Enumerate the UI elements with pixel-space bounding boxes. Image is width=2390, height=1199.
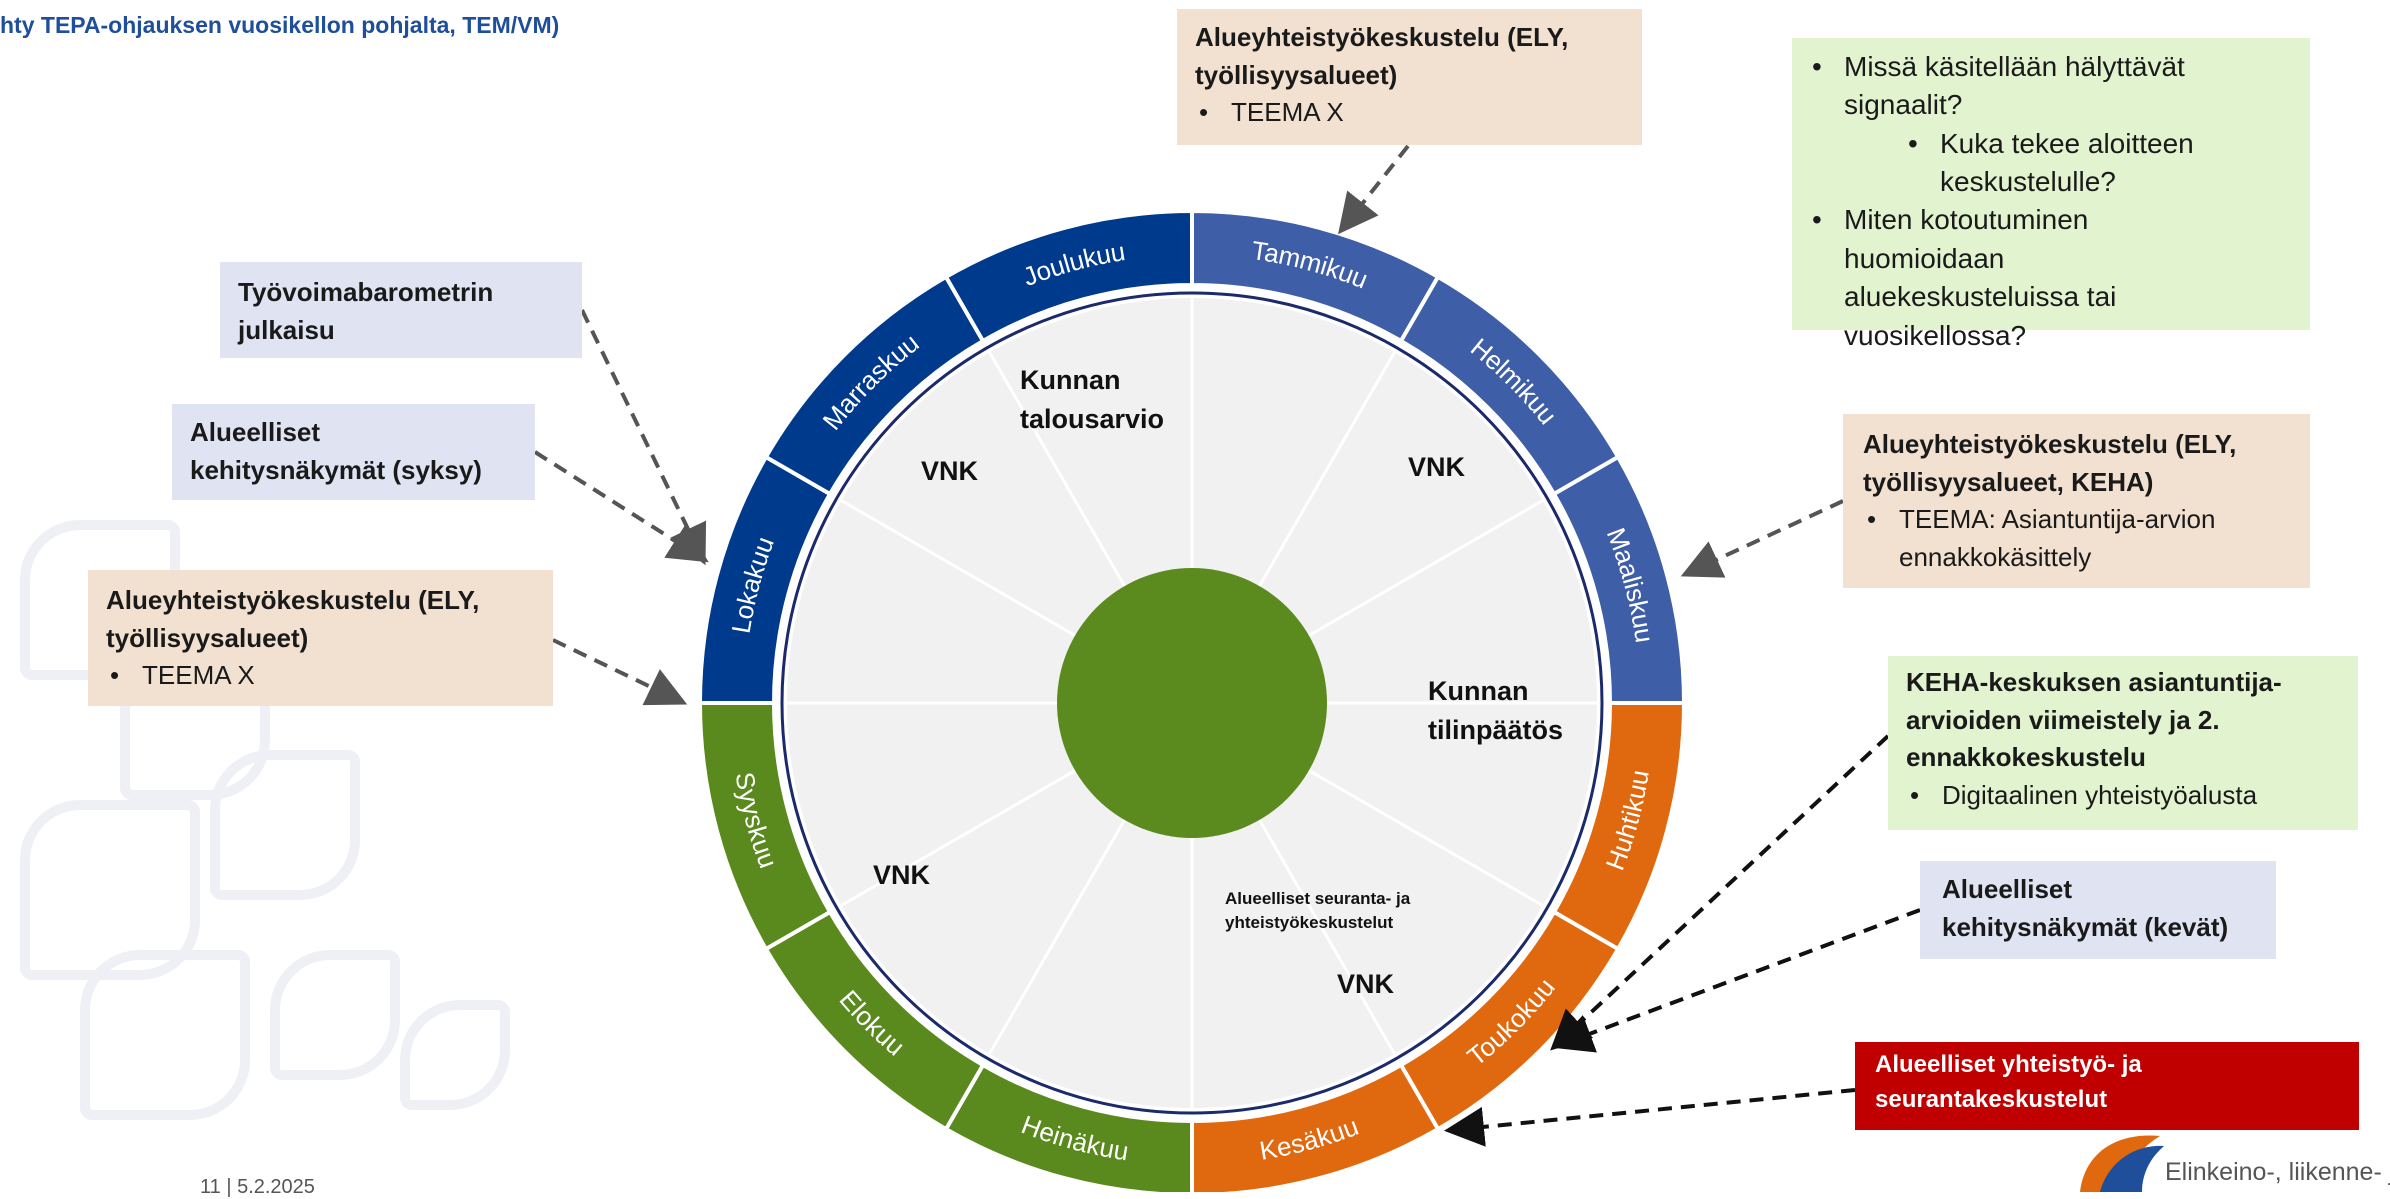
callout-title: kehitysnäkymät (syksy)	[190, 454, 482, 485]
seuranta-label: yhteistyökeskustelut	[1225, 913, 1394, 932]
callout-title: ennakkokeskustelu	[1906, 742, 2146, 773]
inner-ring-border	[780, 291, 1604, 1115]
kunnan-tilinpaatos-label: Kunnan	[1428, 676, 1529, 706]
callout-red: Alueelliset yhteistyö- ja seurantakeskus…	[1855, 1042, 2359, 1130]
background-decoration	[210, 750, 360, 900]
month-segment	[943, 208, 1194, 344]
vnk-label: VNK	[873, 860, 931, 890]
callout-title: Alueyhteistyökeskustelu (ELY,	[106, 585, 480, 615]
center-circle	[1057, 568, 1327, 838]
arrow-right-peach	[1680, 499, 1844, 578]
callout-keha: KEHA-keskuksen asiantuntija- arvioiden v…	[1888, 656, 2358, 830]
arrow-red	[1444, 1088, 1856, 1147]
arrow-kevat	[1552, 908, 1921, 1053]
background-decoration	[400, 1000, 510, 1110]
callout-title: julkaisu	[238, 314, 335, 345]
callout-top-center: Alueyhteistyökeskustelu (ELY, työllisyys…	[1177, 9, 1642, 145]
page-number: 11 | 5.2.2025	[200, 1176, 315, 1198]
callout-title: seurantakeskustelut	[1875, 1085, 2108, 1113]
callout-title: KEHA-keskuksen asiantuntija-	[1906, 667, 2282, 697]
callout-bullet: TEEMA X	[106, 657, 535, 695]
callout-title: työllisyysalueet, KEHA)	[1863, 466, 2154, 497]
organization-logo	[2080, 1135, 2164, 1192]
month-ring: TammikuuHelmikuuMaaliskuuHuhtikuuToukoku…	[697, 208, 1687, 1192]
questions-box: Missä käsitellään hälyttävät signaalit? K…	[1792, 38, 2310, 351]
arrow-left-peach	[552, 638, 688, 706]
callout-title: työllisyysalueet)	[1195, 59, 1398, 90]
vnk-label: VNK	[1408, 452, 1466, 482]
question-text: Missä käsitellään hälyttävät	[1844, 51, 2185, 82]
vnk-label: VNK	[921, 456, 979, 486]
question-text: signaalit?	[1844, 89, 1963, 121]
question-text: Miten kotoutuminen	[1844, 204, 2089, 236]
callout-title: arvioiden viimeistely ja 2.	[1906, 704, 2220, 735]
callout-title: Alueelliset	[1942, 874, 2073, 904]
callout-title: työllisyysalueet)	[106, 622, 309, 653]
callout-left-peach: Alueyhteistyökeskustelu (ELY, työllisyys…	[88, 570, 553, 706]
question-text: huomioidaan	[1844, 242, 2005, 274]
slide-title: hty TEPA-ohjauksen vuosikellon pohjalta,…	[0, 12, 560, 38]
question-text: aluekeskusteluissa tai	[1844, 281, 2117, 313]
arrow-syksy	[533, 450, 709, 563]
callout-bullet: Digitaalinen yhteistyöalusta	[1906, 777, 2340, 815]
callout-bullet: TEEMA: Asiantuntija-arvion	[1899, 504, 2216, 535]
callout-right-peach: Alueyhteistyökeskustelu (ELY, työllisyys…	[1843, 414, 2310, 588]
callout-title: Alueelliset yhteistyö- ja	[1875, 1051, 2142, 1078]
kunnan-talousarvio-label: talousarvio	[1020, 404, 1164, 434]
callout-title: Alueelliset	[190, 417, 321, 447]
callout-bullet: ennakkokäsittely	[1899, 542, 2092, 573]
kunnan-tilinpaatos-label: tilinpäätös	[1428, 715, 1563, 745]
callout-kevat: Alueelliset kehitysnäkymät (kevät)	[1920, 861, 2276, 959]
seuranta-label: Alueelliset seuranta- ja	[1225, 889, 1411, 908]
arrow-top-center	[1338, 144, 1410, 235]
callout-bullet: TEEMA X	[1195, 94, 1624, 132]
kunnan-talousarvio-label: Kunnan	[1020, 365, 1121, 395]
callout-syksy: Alueelliset kehitysnäkymät (syksy)	[172, 404, 535, 500]
background-decoration	[270, 950, 400, 1080]
arrow-keha	[1550, 734, 1890, 1051]
organization-name: Elinkeino-, liikenne- ja	[2165, 1158, 2390, 1186]
vnk-label: VNK	[1337, 969, 1395, 999]
background-decoration	[80, 950, 250, 1120]
question-text: keskustelulle?	[1940, 166, 2116, 198]
callout-barometri: Työvoimabarometrin julkaisu	[220, 262, 582, 358]
question-text: Kuka tekee aloitteen	[1940, 127, 2194, 159]
callout-title: Työvoimabarometrin	[238, 277, 494, 307]
callout-title: Alueyhteistyökeskustelu (ELY,	[1863, 429, 2237, 459]
callout-title: Alueyhteistyökeskustelu (ELY,	[1195, 22, 1569, 52]
question-text: vuosikellossa?	[1844, 319, 2027, 351]
callout-title: kehitysnäkymät (kevät)	[1942, 911, 2229, 942]
